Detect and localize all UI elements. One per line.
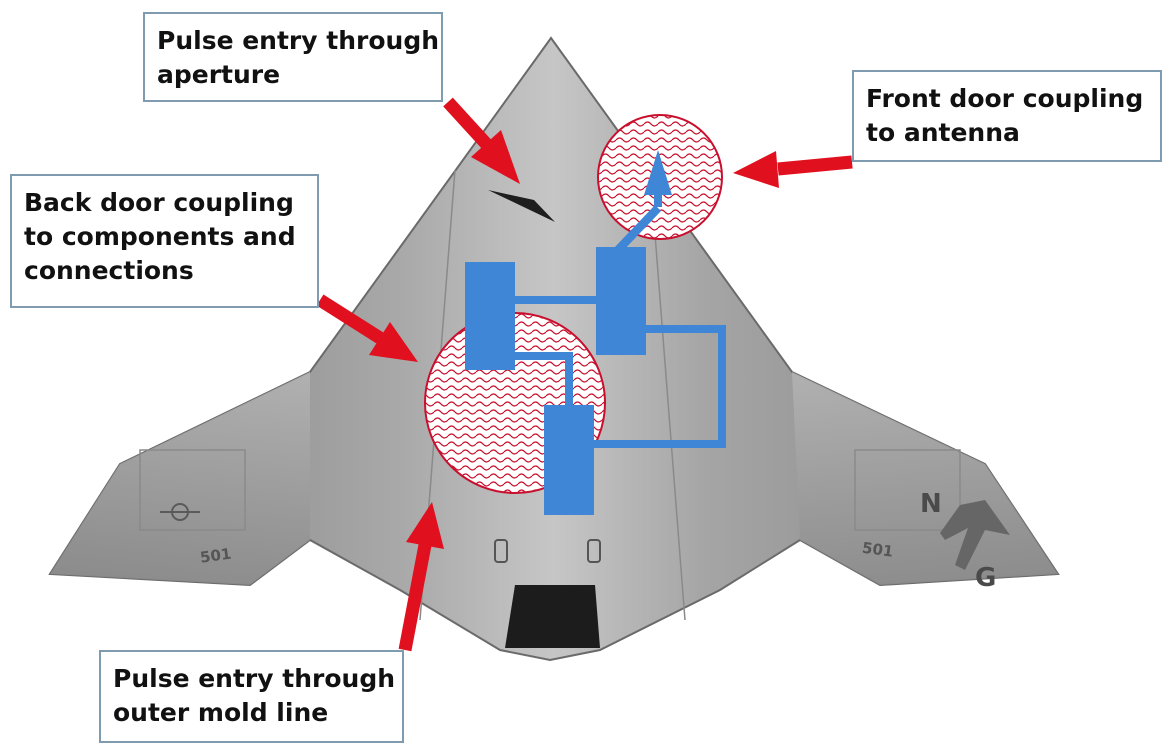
circuit-component-b: [596, 247, 646, 355]
right-wing-number: 501: [861, 539, 895, 561]
back-door-arrow-shaft: [316, 294, 384, 344]
callout-line: to antenna: [866, 118, 1020, 147]
left-wing-flap: [139, 449, 246, 531]
circuit-wire: [718, 325, 726, 447]
circuit-wire: [565, 352, 573, 412]
callout-line: Front door coupling: [866, 84, 1144, 113]
callout-line: aperture: [157, 60, 281, 89]
outer-mold-arrow-head: [406, 502, 444, 549]
callout-back-door-coupling: Back door coupling to components and con…: [10, 174, 319, 308]
outer-mold-arrow-shaft: [398, 543, 432, 652]
circuit-wire: [505, 352, 573, 360]
left-nav-light: [494, 539, 508, 563]
callout-line: Back door coupling: [24, 188, 294, 217]
tail-jet-icon: [940, 500, 1010, 570]
aperture-arrow-head: [471, 130, 520, 184]
left-wing-number: 501: [199, 545, 233, 567]
antenna-feed-wire: [614, 205, 661, 254]
front-door-arrow-head: [733, 151, 779, 188]
callout-front-door-coupling: Front door coupling to antenna: [852, 70, 1162, 162]
callout-line: Pulse entry through: [113, 664, 396, 693]
tail-letter-bottom: G: [975, 563, 996, 593]
antenna-arrow-icon: [644, 150, 672, 195]
circuit-network: [465, 150, 726, 515]
circuit-wire: [640, 325, 725, 333]
circuit-wire: [505, 296, 605, 304]
circuit-component-a: [465, 262, 515, 370]
left-wing-panel: [50, 372, 310, 585]
back-door-arrow-head: [369, 322, 418, 362]
front-door-arrow-shaft: [777, 155, 853, 176]
right-nav-light: [587, 539, 601, 563]
right-fuselage-line: [649, 169, 686, 621]
pointer-arrows: [316, 97, 853, 652]
callout-line: connections: [24, 256, 194, 285]
aperture-arrow-shaft: [443, 97, 495, 153]
callout-pulse-entry-aperture: Pulse entry through aperture: [143, 12, 443, 102]
aperture-vent: [488, 190, 555, 222]
callout-pulse-entry-outer-mold-line: Pulse entry through outer mold line: [99, 650, 404, 743]
exhaust-nozzle: [505, 585, 600, 648]
tail-letter-top: N: [920, 489, 942, 519]
circuit-component-c: [544, 405, 594, 515]
circuit-wire: [590, 440, 726, 448]
callout-line: Pulse entry through: [157, 26, 440, 55]
callout-line: outer mold line: [113, 698, 329, 727]
callout-line: to components and: [24, 222, 296, 251]
right-wing-panel: [792, 372, 1058, 585]
